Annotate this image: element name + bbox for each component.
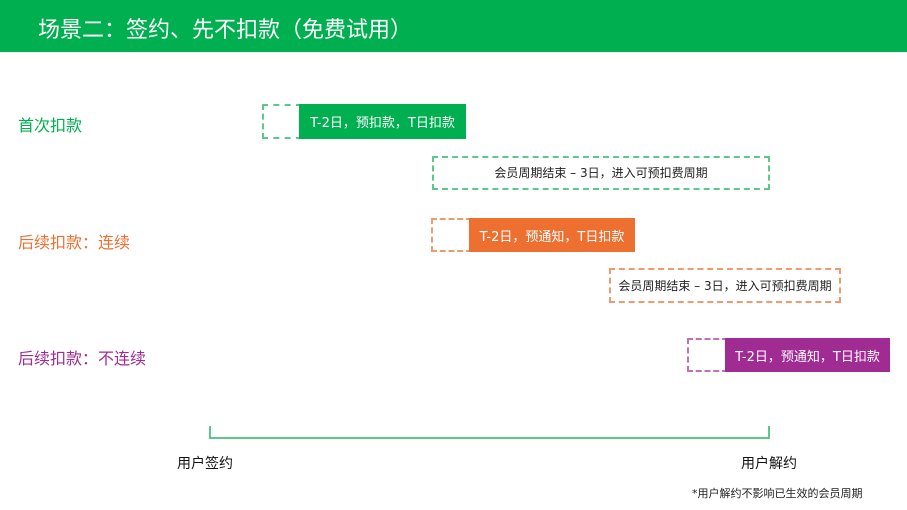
- header-bar: 场景二：签约、先不扣款（免费试用）: [0, 0, 907, 52]
- dashed-box-continuous: [431, 218, 472, 252]
- footnote: *用户解约不影响已生效的会员周期: [692, 487, 863, 500]
- page-title: 场景二：签约、先不扣款（免费试用）: [38, 18, 413, 43]
- action-box-noncontinuous: T-2日，预通知，T日扣款: [725, 338, 890, 372]
- row-label-noncontinuous: 后续扣款：不连续: [18, 349, 147, 368]
- timeline-end-label: 用户解约: [741, 456, 797, 472]
- timeline-bracket: [209, 426, 770, 439]
- row-label-continuous: 后续扣款：连续: [18, 233, 131, 252]
- row-label-first: 首次扣款: [18, 116, 83, 135]
- dashed-box-first: [262, 104, 302, 139]
- timeline-start-label: 用户签约: [177, 456, 233, 472]
- action-box-first: T-2日，预扣款，T日扣款: [299, 104, 466, 139]
- action-box-continuous: T-2日，预通知，T日扣款: [469, 218, 635, 252]
- period-box-continuous: 会员周期结束 – 3日，进入可预扣费周期: [609, 268, 841, 303]
- dashed-box-noncontinuous: [687, 338, 728, 372]
- period-box-first: 会员周期结束 – 3日，进入可预扣费周期: [432, 156, 770, 190]
